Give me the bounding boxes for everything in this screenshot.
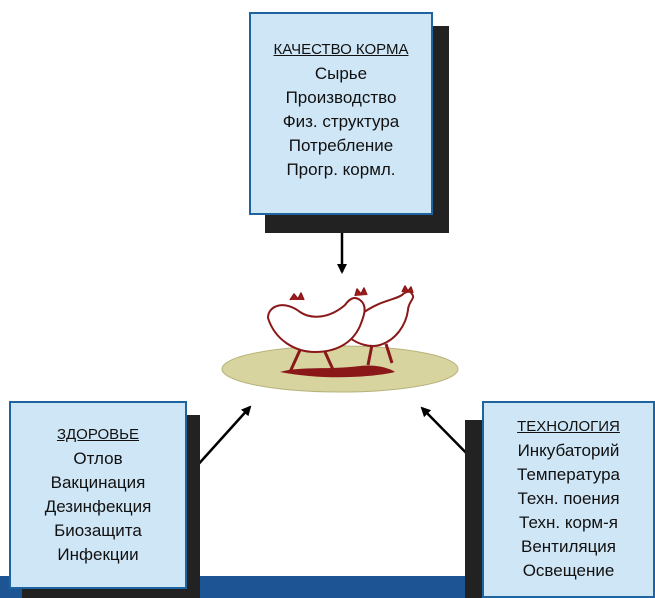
feed-quality-item: Сырье [251,62,431,86]
technology-box: ТЕХНОЛОГИЯ Инкубаторий Температура Техн.… [482,401,655,598]
health-item: Инфекции [11,543,185,567]
feed-quality-item: Прогр. кормл. [251,158,431,182]
technology-item: Техн. поения [484,487,653,511]
feed-quality-title: КАЧЕСТВО КОРМА [251,38,431,62]
health-box: ЗДОРОВЬЕ Отлов Вакцинация Дезинфекция Би… [9,401,187,589]
technology-item: Освещение [484,559,653,583]
health-item: Отлов [11,447,185,471]
health-item: Дезинфекция [11,495,185,519]
feed-quality-item: Физ. структура [251,110,431,134]
health-item: Вакцинация [11,471,185,495]
health-item: Биозащита [11,519,185,543]
feed-quality-box: КАЧЕСТВО КОРМА Сырье Производство Физ. с… [249,12,433,215]
technology-item: Вентиляция [484,535,653,559]
health-title: ЗДОРОВЬЕ [11,423,185,447]
feed-quality-item: Потребление [251,134,431,158]
technology-item: Техн. корм-я [484,511,653,535]
technology-title: ТЕХНОЛОГИЯ [484,415,653,439]
feed-quality-item: Производство [251,86,431,110]
technology-item: Инкубаторий [484,439,653,463]
technology-item: Температура [484,463,653,487]
